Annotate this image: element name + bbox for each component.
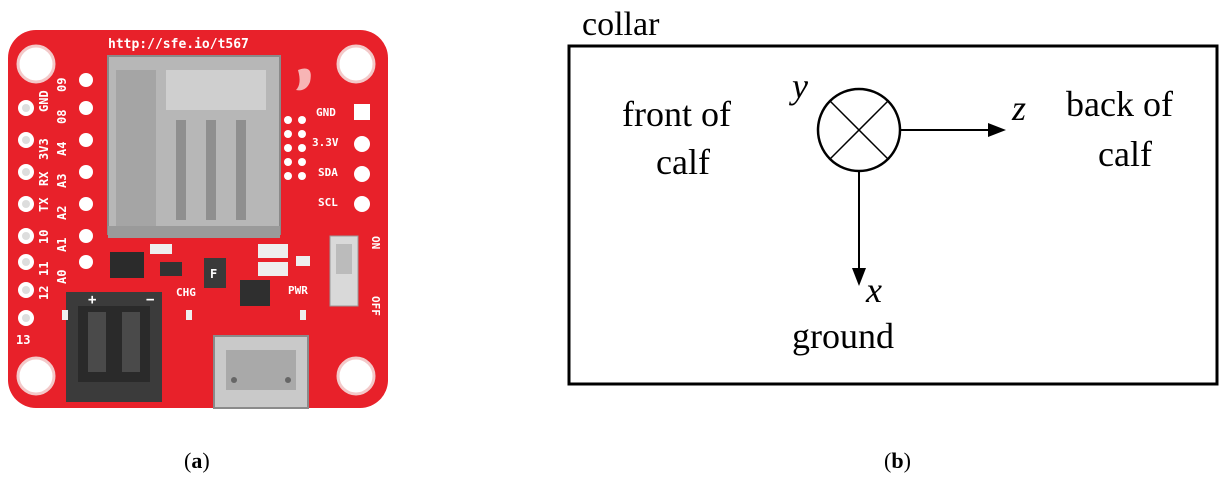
switch-on-label: ON	[369, 236, 382, 249]
right-pin-labels: GND 3.3V SDA SCL	[312, 106, 339, 209]
back-label-line2: calf	[1098, 134, 1152, 174]
pin-label: 3.3V	[312, 136, 339, 149]
left-pad-column	[18, 100, 34, 326]
led	[300, 310, 306, 320]
y-axis-label: y	[792, 66, 808, 106]
right-pad-grid	[284, 116, 306, 180]
pin-label: 09	[55, 78, 69, 92]
pin-label: 10	[37, 230, 51, 244]
x-axis-label: x	[866, 270, 882, 310]
pwr-label: PWR	[288, 284, 308, 297]
pin-label: 12	[37, 286, 51, 300]
sd-card-slot	[107, 55, 281, 238]
plus-label: +	[88, 292, 96, 308]
pin-label: 11	[37, 262, 51, 276]
left-pad-column-2	[79, 73, 93, 269]
switch-off-label: OFF	[369, 296, 382, 316]
pin-label: 3V3	[37, 138, 51, 160]
pin-label: SDA	[318, 166, 338, 179]
pin-label: 08	[55, 110, 69, 124]
usb-connector	[213, 335, 309, 409]
diagram-svg	[567, 44, 1219, 386]
front-label-line1: front of	[622, 94, 731, 134]
board-photo: http://sfe.io/t567 GND 3V3 RX TX	[0, 0, 410, 430]
pin-label: TX	[37, 197, 51, 212]
fuse-label: F	[210, 267, 217, 281]
caption-b-letter: b	[891, 448, 904, 473]
mount-hole	[16, 356, 56, 396]
pin-label: SCL	[318, 196, 338, 209]
y-axis-cross	[829, 100, 889, 160]
board-image: http://sfe.io/t567 GND 3V3 RX TX	[8, 30, 388, 409]
z-axis-arrowhead	[988, 123, 1006, 137]
pin-label: A2	[55, 206, 69, 220]
orientation-diagram: collar front of calf back of calf y z x …	[560, 0, 1221, 430]
mount-hole	[336, 44, 376, 84]
led	[186, 310, 192, 320]
z-axis-label: z	[1012, 88, 1027, 128]
pin-label: A3	[55, 174, 69, 188]
caption-a: (a)	[184, 448, 210, 473]
caption-a-letter: a	[191, 448, 203, 473]
pin-label: A4	[55, 142, 69, 156]
battery-connector	[66, 292, 162, 402]
pin-label: A1	[55, 238, 69, 252]
mount-hole	[336, 356, 376, 396]
chg-label: CHG	[176, 286, 196, 299]
pin-label: GND	[37, 90, 51, 112]
collar-box	[567, 44, 1219, 386]
ground-label: ground	[792, 316, 894, 356]
right-pad-column	[354, 104, 370, 212]
power-switch	[329, 235, 359, 307]
pin-label: GND	[316, 106, 336, 119]
caption-b: (b)	[884, 448, 911, 473]
minus-label: −	[146, 292, 154, 308]
pin-label: A0	[55, 270, 69, 284]
front-label-line2: calf	[656, 142, 710, 182]
logo-icon	[296, 68, 311, 91]
smd-components	[110, 244, 310, 306]
back-label-line1: back of	[1066, 84, 1173, 124]
left-pin-labels: GND 3V3 RX TX 10 11 12 09 08 A4 A3 A2 A1…	[16, 78, 69, 347]
collar-label: collar	[582, 6, 660, 43]
mount-hole	[16, 44, 56, 84]
x-axis-arrowhead	[852, 268, 866, 286]
pin-label: 13	[16, 333, 30, 347]
led	[62, 310, 68, 320]
board-url-text: http://sfe.io/t567	[108, 37, 249, 52]
pin-label: RX	[37, 171, 51, 186]
